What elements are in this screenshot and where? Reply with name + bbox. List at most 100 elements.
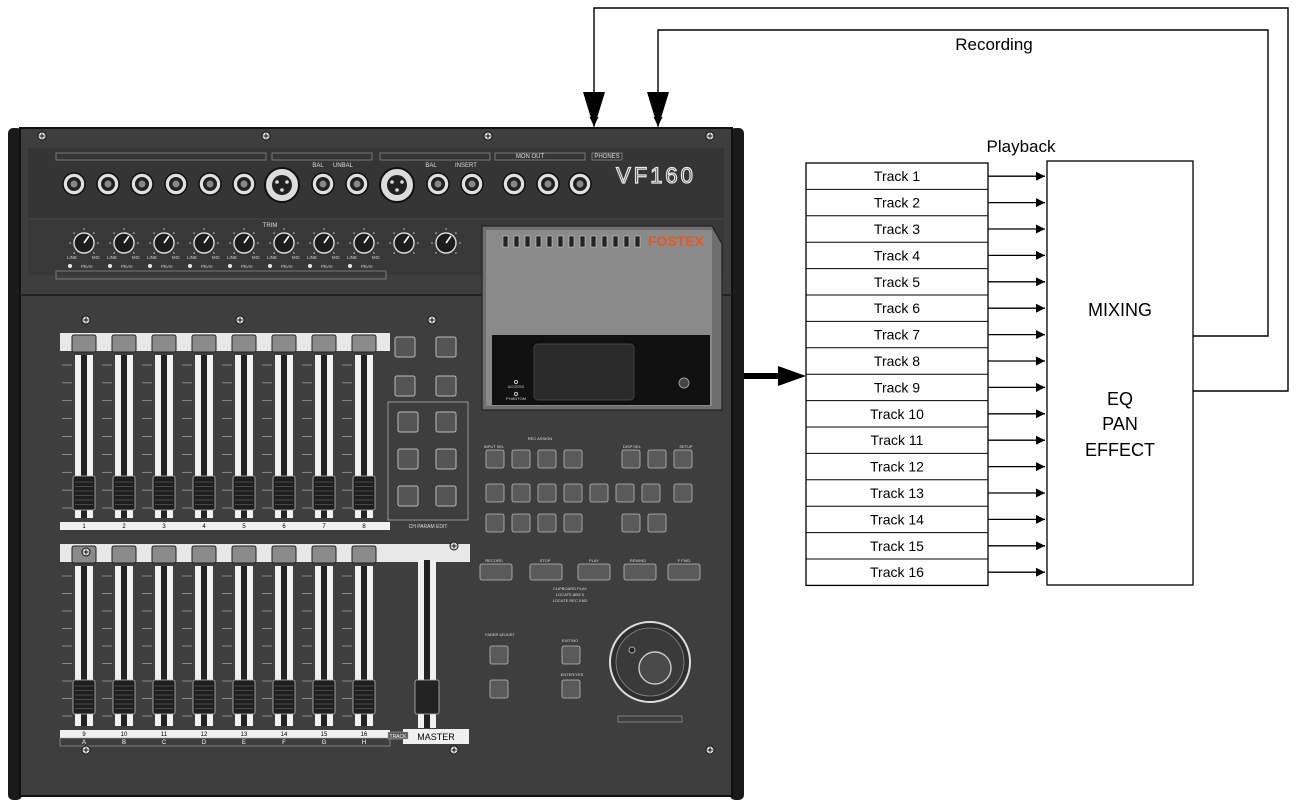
fader-adjust-label: FADER ADJUST [485,632,515,637]
function-button[interactable] [511,513,531,533]
function-button[interactable] [561,679,581,699]
model-name: VF160 [616,163,696,188]
jack-input [164,172,188,196]
clipboard-play-label: CLIPBOARD PLAY [553,586,587,591]
function-button[interactable] [647,513,667,533]
knob-line-label: LINE [147,255,157,260]
jack-input [568,172,592,196]
channel-number: 9 [82,732,86,738]
jack-input [232,172,256,196]
knob-mic-label: MIC [172,255,181,260]
channel-fader [182,545,217,726]
channel-fader [182,334,217,518]
peak-label: PEAK [121,264,133,269]
track-label: Track 13 [870,485,924,501]
peak-led [228,264,232,268]
channel-fader [342,545,377,726]
function-button[interactable] [537,483,557,503]
peak-led [148,264,152,268]
function-button[interactable] [563,513,583,533]
function-button[interactable] [511,449,531,469]
faders-channels-9-16 [62,545,377,726]
jack-input [460,172,484,196]
channel-number: 3 [162,524,166,530]
exit-no-label: EXIT/NO [562,638,578,643]
play-label: PLAY [589,558,599,563]
function-button[interactable] [615,483,635,503]
channel-number: 10 [121,732,128,738]
function-button[interactable] [537,449,557,469]
stop-label: STOP [540,558,551,563]
screw [235,315,245,325]
function-button[interactable] [489,679,509,699]
function-button[interactable] [623,563,657,581]
peak-label: PEAK [321,264,333,269]
knob-mic-label: MIC [252,255,261,260]
function-button[interactable] [577,563,611,581]
function-button[interactable] [563,449,583,469]
enter-yes-label: ENTER/YES [561,672,584,677]
track-row: Track 13 [806,479,1045,501]
function-button[interactable] [621,513,641,533]
peak-label: PEAK [81,264,93,269]
function-button[interactable] [647,449,667,469]
function-button[interactable] [511,483,531,503]
function-button[interactable] [673,449,693,469]
peak-led [188,264,192,268]
access-label: ACCESS [508,384,525,389]
track-row: Track 2 [806,188,1045,211]
channel-letter: C [162,740,167,746]
screw [261,131,271,141]
track-label: Track 5 [874,274,920,290]
function-button[interactable] [667,563,701,581]
channel-fader [222,334,257,518]
channel-fader [102,334,137,518]
track-row: Track 9 [806,373,1045,395]
jack-input [311,172,335,196]
screws [37,131,715,755]
function-button[interactable] [621,449,641,469]
function-button[interactable] [485,483,505,503]
ffwd-label: F FWD [678,558,691,563]
unbal-label: UNBAL [333,163,354,169]
rec-assign-label: REC ASSIGN [528,436,553,441]
function-button[interactable] [641,483,661,503]
channel-number: 8 [362,524,366,530]
function-button[interactable] [485,513,505,533]
channel-fader [262,545,297,726]
channel-number: 7 [322,524,326,530]
function-button[interactable] [479,563,513,581]
track-label: Track 11 [871,432,924,448]
function-button[interactable] [589,483,609,503]
track-label: Track 3 [874,221,920,237]
function-button[interactable] [673,483,693,503]
jack-input [62,172,86,196]
function-button[interactable] [489,645,509,665]
jack-input [96,172,120,196]
track-label: Track 15 [870,538,924,554]
function-button[interactable] [529,563,563,581]
function-button[interactable] [561,645,581,665]
jack-input [536,172,560,196]
jack-input [345,172,369,196]
screw [705,745,715,755]
function-button[interactable] [537,513,557,533]
track-row: Track 1 [874,168,1045,184]
channel-number: 6 [282,524,286,530]
track-label: Track 8 [874,353,920,369]
knob-line-label: LINE [227,255,237,260]
function-button[interactable] [485,449,505,469]
trim-label: TRIM [263,223,278,229]
knob-mic-label: MIC [92,255,101,260]
phantom-label: PHANTOM [506,396,526,401]
mixing-label: MIXING [1088,300,1152,320]
input-jacks [62,172,592,196]
channel-letter: A [82,740,86,746]
mon-out-label: MON OUT [516,154,545,160]
track-label: Track 7 [874,327,920,343]
function-button[interactable] [563,483,583,503]
